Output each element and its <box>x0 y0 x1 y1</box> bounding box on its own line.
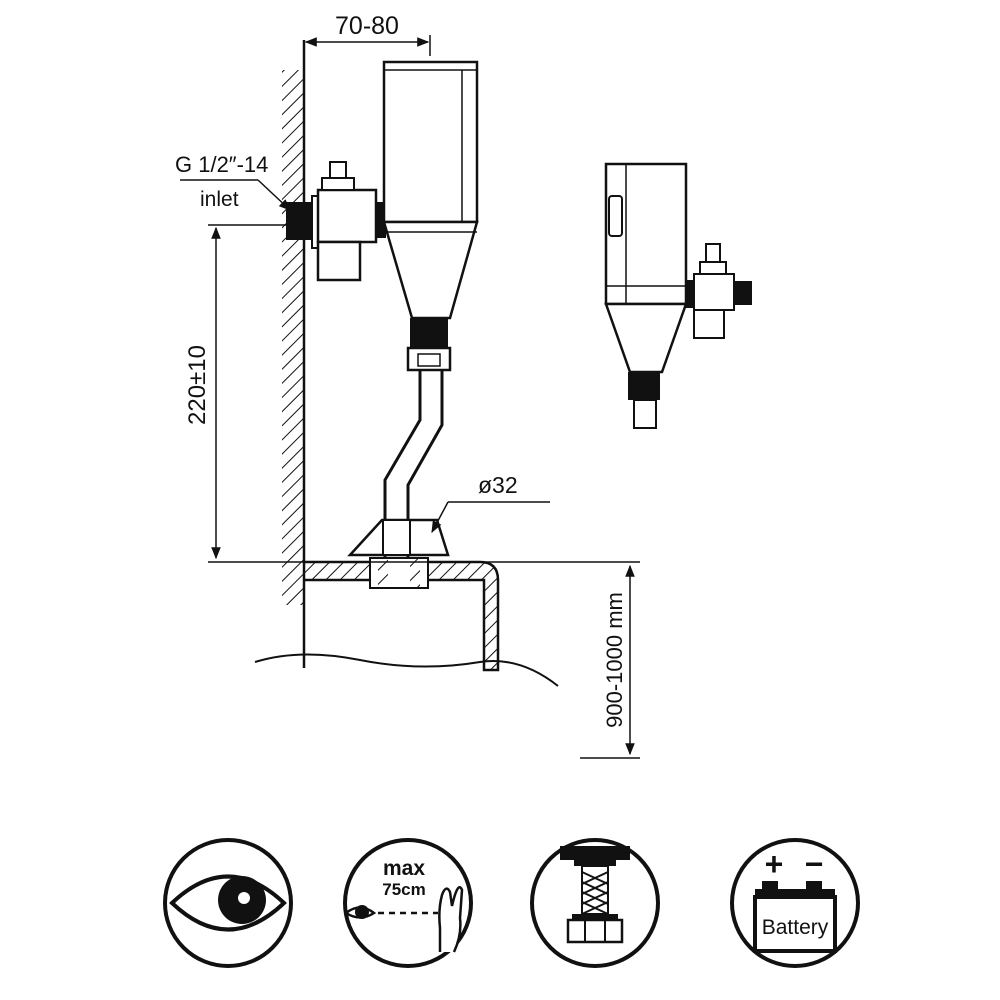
wall-offset-dimension: 70-80 <box>304 12 431 56</box>
hand-distance-value-label: 75cm <box>382 880 425 899</box>
mount-height-dimension: 900-1000 mm <box>580 564 640 759</box>
height-label: 220±10 <box>184 345 211 425</box>
height-dimension: 220±10 <box>184 224 640 563</box>
battery-minus-label: − <box>805 846 824 882</box>
inlet-valve <box>286 161 386 282</box>
eye-sensor-icon <box>163 838 293 968</box>
battery-label: Battery <box>762 916 829 939</box>
urinal <box>254 557 559 687</box>
battery-icon: + − Battery <box>730 838 860 968</box>
spud-cone <box>347 518 450 557</box>
battery-plus-label: + <box>765 846 784 882</box>
inlet-callout: G 1/2″-14 inlet <box>175 152 291 211</box>
side-view-unit <box>604 162 752 429</box>
braided-hose-icon <box>530 838 660 968</box>
hand-distance-icon: max 75cm <box>343 838 473 968</box>
pipe-diameter-callout: ø32 <box>431 472 550 534</box>
mount-height-label: 900-1000 mm <box>602 592 627 728</box>
inlet-label: inlet <box>200 188 239 211</box>
pipe-diameter-label: ø32 <box>478 472 518 498</box>
hand-distance-max-label: max <box>383 857 425 880</box>
wall-offset-label: 70-80 <box>335 12 399 40</box>
flush-valve-body <box>382 60 479 372</box>
wall <box>282 40 306 668</box>
inlet-thread-label: G 1/2″-14 <box>175 152 268 177</box>
